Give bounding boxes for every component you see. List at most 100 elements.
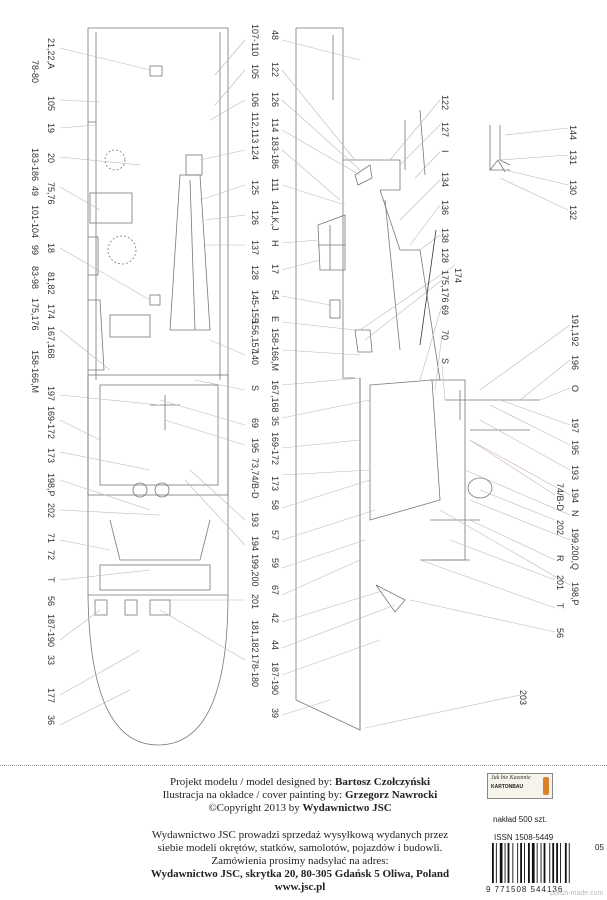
part-label: 106 xyxy=(250,92,260,108)
barcode-bar xyxy=(552,843,555,883)
part-label: 158-166,M xyxy=(30,350,40,394)
part-label: 105 xyxy=(250,64,260,80)
part-label: O xyxy=(570,385,580,393)
credit-cover: Ilustracja na okładce / cover painting b… xyxy=(130,789,470,802)
part-label: 71 xyxy=(46,533,56,544)
info-line: Wydawnictwo JSC prowadzi sprzedaż wysyłk… xyxy=(151,829,449,841)
barcode-bar xyxy=(507,843,510,883)
part-label: 203 xyxy=(518,690,528,706)
logo-script: Jak bie Kazamie xyxy=(491,775,531,781)
part-label: 158-166,M xyxy=(270,328,280,372)
part-label: 101-104 xyxy=(30,205,40,239)
part-label: 202 xyxy=(46,503,56,519)
part-label: 72 xyxy=(46,550,56,561)
part-label: 70 xyxy=(440,330,450,341)
part-label: 67 xyxy=(270,585,280,596)
part-label: 141,K,J xyxy=(270,200,280,231)
part-label: 183-186 xyxy=(270,136,280,170)
part-label: 175,176 xyxy=(440,270,450,303)
part-label: 127 xyxy=(440,122,450,138)
part-label: S xyxy=(250,385,260,392)
part-label: 174 xyxy=(453,268,463,284)
part-label: 39 xyxy=(270,708,280,719)
barcode-bar xyxy=(520,843,522,883)
part-label: 56 xyxy=(555,628,565,639)
part-label: 83-98 xyxy=(30,266,40,290)
part-label: N xyxy=(570,510,580,517)
issn: ISSN 1508-5449 xyxy=(494,833,554,842)
logo-brand: KARTONBAU xyxy=(491,784,524,790)
leader-lines xyxy=(59,39,571,729)
part-label: 126 xyxy=(250,210,260,226)
watermark: polish-made.com xyxy=(550,890,604,897)
part-label: 69 xyxy=(250,418,260,429)
credit-copyright: ©Copyright 2013 by Wydawnictwo JSC xyxy=(130,802,470,815)
part-label: 21,22,A xyxy=(46,38,56,70)
part-label: 195 xyxy=(570,440,580,456)
part-label: 201 xyxy=(250,594,260,610)
barcode-bar xyxy=(524,843,525,883)
part-label: R xyxy=(555,555,565,562)
part-label: 54 xyxy=(270,290,280,301)
part-label: 125 xyxy=(250,180,260,196)
part-label: 130 xyxy=(568,180,578,196)
part-label: 19 xyxy=(46,123,56,134)
print-run: nakład 500 szt. xyxy=(493,815,547,824)
part-label: E xyxy=(270,316,280,323)
kartonbau-logo: Jak bie Kazamie KARTONBAU xyxy=(487,773,553,799)
barcode xyxy=(492,843,570,883)
part-label: 49 xyxy=(30,186,40,197)
part-label: 20 xyxy=(46,153,56,164)
part-label: H xyxy=(270,240,280,247)
part-label: 169-172 xyxy=(270,432,280,466)
part-label: 18 xyxy=(46,243,56,254)
part-label: 36 xyxy=(46,715,56,726)
part-label: 187-190 xyxy=(270,662,280,696)
part-label: 58 xyxy=(270,500,280,511)
credit-label: Projekt modelu / model designed by: xyxy=(170,776,335,788)
info-line: siebie modeli okrętów, statków, samolotó… xyxy=(157,842,443,854)
part-label: 140 xyxy=(250,350,260,366)
part-label: 44 xyxy=(270,640,280,651)
part-label: 198,P xyxy=(46,473,56,497)
publisher-address: Wydawnictwo JSC, skrytka 20, 80-305 Gdań… xyxy=(150,868,450,880)
barcode-bar xyxy=(492,843,494,883)
part-label: 156,157 xyxy=(250,320,260,353)
part-label: T xyxy=(555,603,565,609)
part-label: S xyxy=(440,358,450,365)
part-label: I xyxy=(440,150,450,153)
side-view xyxy=(295,27,540,731)
part-label: 132 xyxy=(568,205,578,221)
glue-bottle-icon xyxy=(543,777,549,795)
part-label: 197 xyxy=(570,418,580,434)
barcode-bar xyxy=(495,843,497,883)
part-label: 193 xyxy=(570,465,580,481)
barcode-bar xyxy=(531,843,535,883)
part-label: 196 xyxy=(570,355,580,371)
part-label: 175,176 xyxy=(30,298,40,331)
part-label: 122 xyxy=(440,95,450,111)
part-label: 199,200 xyxy=(250,554,260,587)
barcode-bar xyxy=(528,843,530,883)
issue-number: 05 xyxy=(595,843,604,852)
barcode-bar xyxy=(517,843,519,883)
cover-artist-name: Grzegorz Nawrocki xyxy=(345,789,438,801)
part-label: 197 xyxy=(46,386,56,402)
part-label: 177 xyxy=(46,688,56,704)
part-label: 194 xyxy=(570,488,580,504)
credits-block: Projekt modelu / model designed by: Bart… xyxy=(130,776,470,815)
publisher-name: Wydawnictwo JSC xyxy=(302,802,392,814)
part-label: 111 xyxy=(270,178,280,192)
barcode-bar xyxy=(543,843,546,883)
part-label: 144 xyxy=(568,125,578,141)
part-label: 136 xyxy=(440,200,450,216)
part-label: 178-180 xyxy=(250,654,260,688)
part-label: 122 xyxy=(270,62,280,78)
part-label: 69 xyxy=(440,305,450,316)
part-label: 107-110 xyxy=(250,24,260,57)
barcode-bar xyxy=(536,843,538,883)
part-label: 201 xyxy=(555,575,565,591)
part-label: 112,113 xyxy=(250,112,260,144)
arrow xyxy=(419,229,437,346)
part-label: 183-186 xyxy=(30,148,40,182)
